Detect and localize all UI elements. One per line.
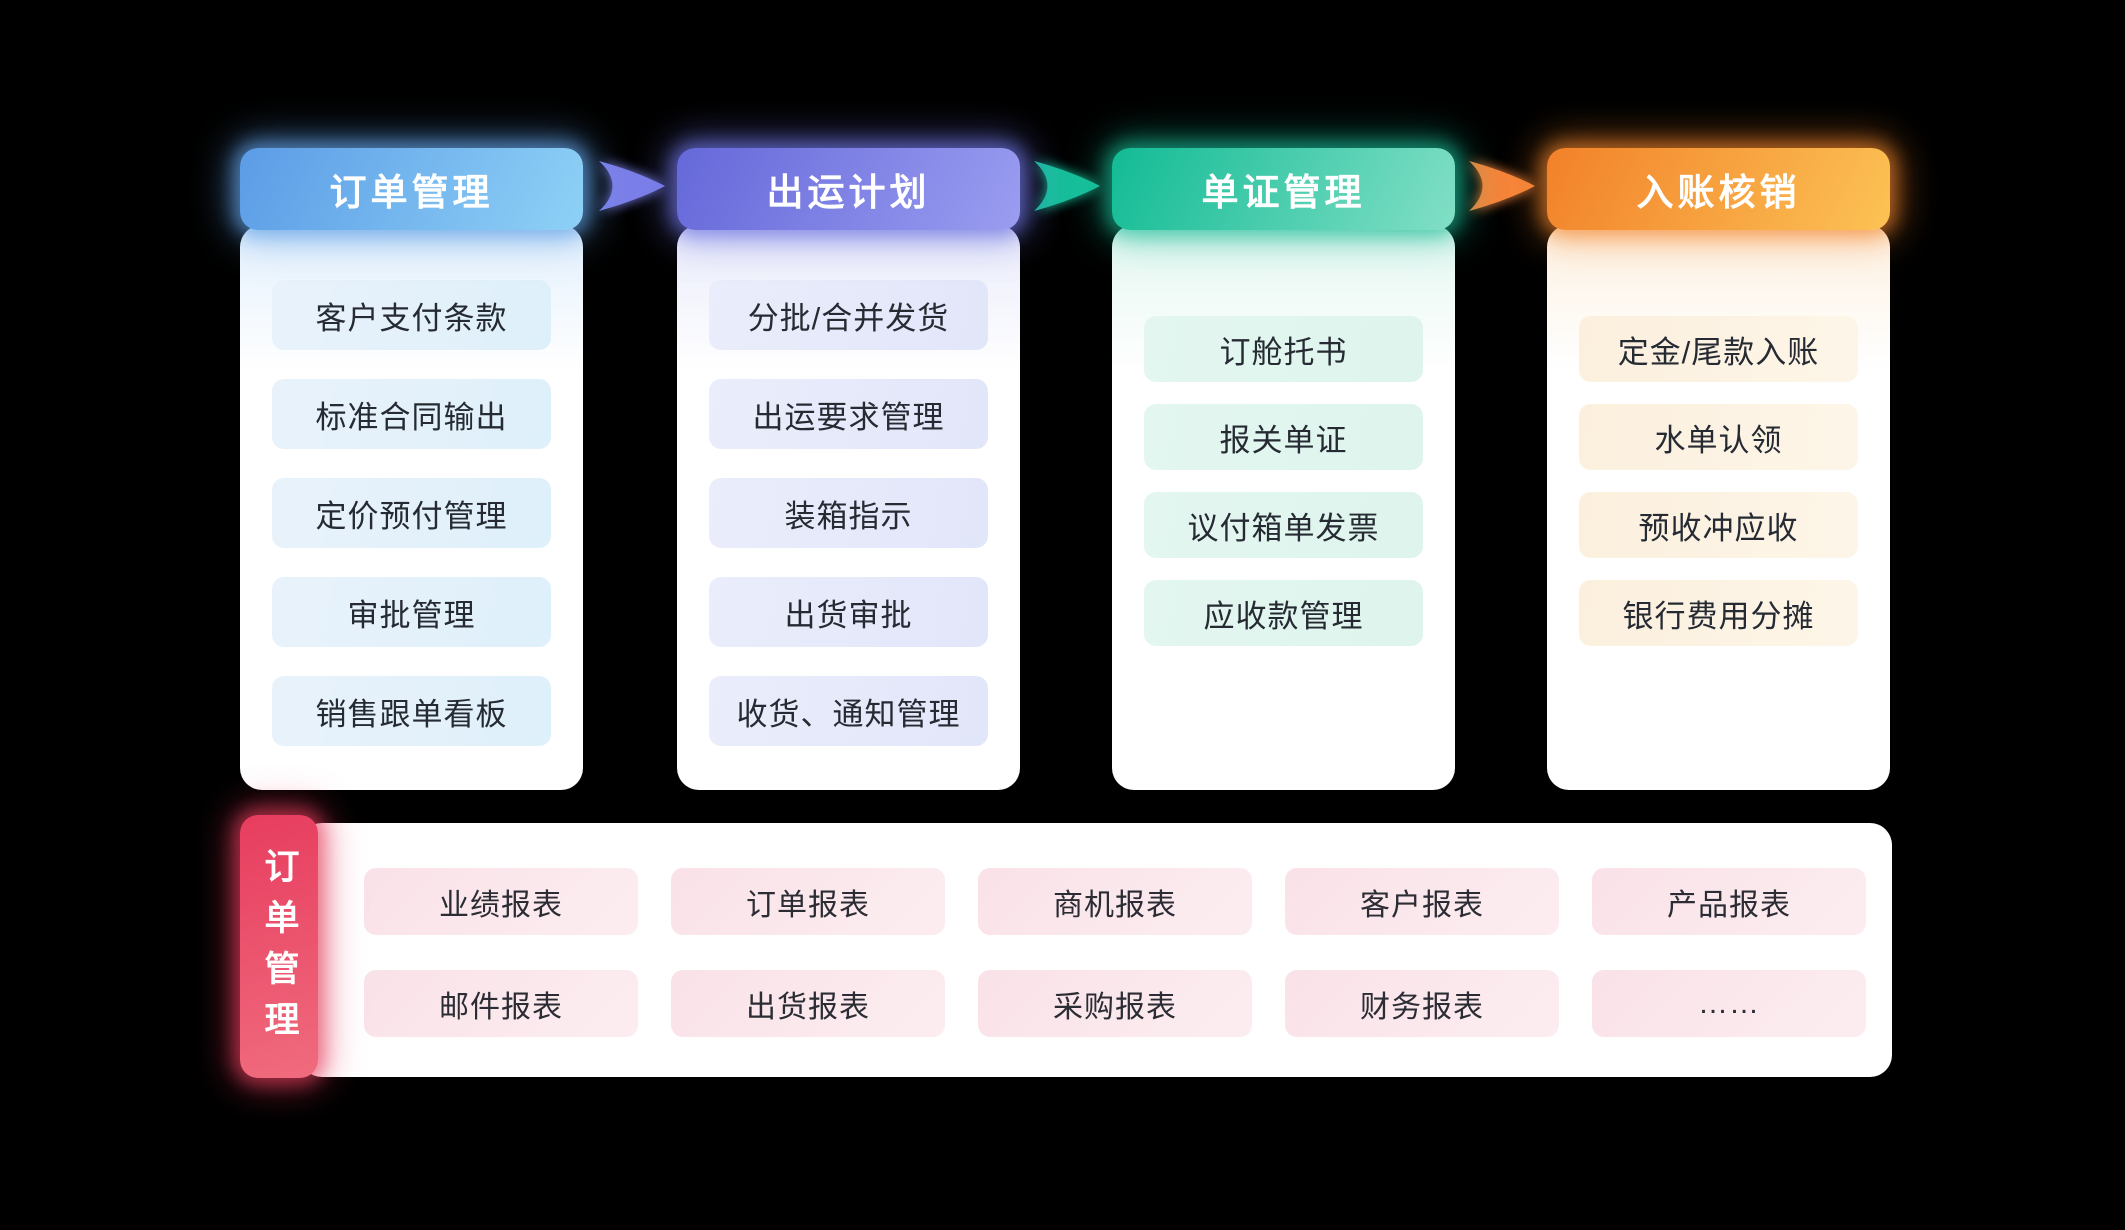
flow-step-item: 定金/尾款入账: [1579, 316, 1858, 382]
flow-column-shipping-plan: 分批/合并发货出运要求管理装箱指示出货审批收货、通知管理 出运计划: [677, 148, 1020, 793]
column-header-document-management: 单证管理: [1112, 148, 1455, 230]
flow-step-item: 议付箱单发票: [1144, 492, 1423, 558]
flow-column-order-management: 客户支付条款标准合同输出定价预付管理审批管理销售跟单看板 订单管理: [240, 148, 583, 793]
reports-row-2: 邮件报表出货报表采购报表财务报表 ……: [364, 970, 1866, 1037]
flow-step-item: 标准合同输出: [272, 379, 551, 449]
flow-step-item: 应收款管理: [1144, 580, 1423, 646]
report-item: 商机报表: [978, 868, 1252, 935]
flow-arrow-icon: [599, 161, 665, 211]
flow-step-item: 定价预付管理: [272, 478, 551, 548]
flow-arrow-icon: [1469, 161, 1535, 211]
flow-step-item: 预收冲应收: [1579, 492, 1858, 558]
flow-step-item: 客户支付条款: [272, 280, 551, 350]
flow-step-item: 银行费用分摊: [1579, 580, 1858, 646]
reports-row-1: 业绩报表订单报表商机报表客户报表产品报表: [364, 868, 1866, 935]
report-item: 财务报表: [1285, 970, 1559, 1037]
flow-column-document-management: 订舱托书报关单证议付箱单发票应收款管理 单证管理: [1112, 148, 1455, 793]
column-item-list: 分批/合并发货出运要求管理装箱指示出货审批收货、通知管理: [709, 280, 988, 746]
flow-column-receipt-writeoff: 定金/尾款入账水单认领预收冲应收银行费用分摊 入账核销: [1547, 148, 1890, 793]
report-item: 客户报表: [1285, 868, 1559, 935]
column-item-list: 定金/尾款入账水单认领预收冲应收银行费用分摊: [1579, 316, 1858, 646]
flow-arrow-icon: [1034, 161, 1100, 211]
column-item-list: 客户支付条款标准合同输出定价预付管理审批管理销售跟单看板: [272, 280, 551, 746]
flow-step-item: 水单认领: [1579, 404, 1858, 470]
flow-step-item: 报关单证: [1144, 404, 1423, 470]
report-item: 业绩报表: [364, 868, 638, 935]
flow-step-item: 销售跟单看板: [272, 676, 551, 746]
column-header-receipt-writeoff: 入账核销: [1547, 148, 1890, 230]
flow-step-item: 出运要求管理: [709, 379, 988, 449]
flow-step-item: 审批管理: [272, 577, 551, 647]
report-item: 邮件报表: [364, 970, 638, 1037]
report-item: 产品报表: [1592, 868, 1866, 935]
flow-step-item: 出货审批: [709, 577, 988, 647]
reports-panel-card: 业绩报表订单报表商机报表客户报表产品报表 邮件报表出货报表采购报表财务报表 ……: [300, 823, 1892, 1077]
flow-step-item: 订舱托书: [1144, 316, 1423, 382]
column-header-shipping-plan: 出运计划: [677, 148, 1020, 230]
column-header-order-management: 订单管理: [240, 148, 583, 230]
flow-step-item: 收货、通知管理: [709, 676, 988, 746]
flow-step-item: 装箱指示: [709, 478, 988, 548]
report-item: ……: [1592, 970, 1866, 1037]
flow-step-item: 分批/合并发货: [709, 280, 988, 350]
report-item: 采购报表: [978, 970, 1252, 1037]
report-item: 出货报表: [671, 970, 945, 1037]
column-item-list: 订舱托书报关单证议付箱单发票应收款管理: [1144, 316, 1423, 646]
report-item: 订单报表: [671, 868, 945, 935]
reports-panel-tab: 订单管理: [240, 815, 318, 1078]
